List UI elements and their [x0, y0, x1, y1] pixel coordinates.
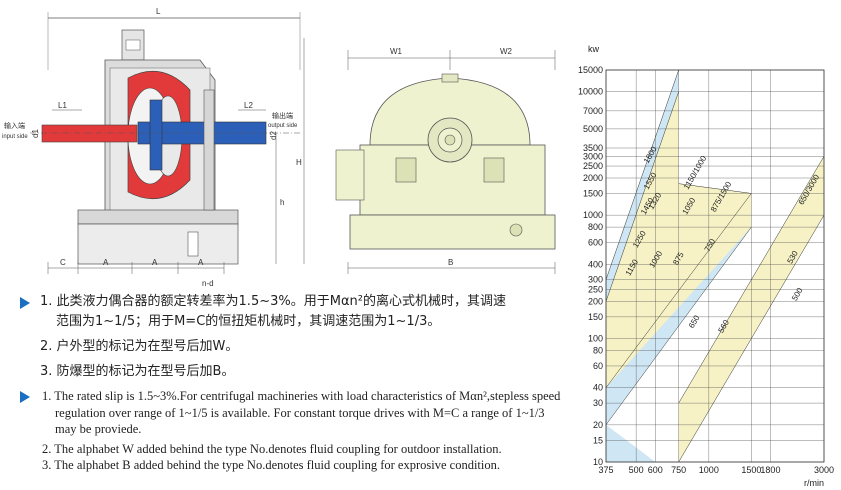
- y-axis-unit: kw: [588, 44, 600, 54]
- dim-L1: L1: [58, 101, 67, 110]
- dim-nd: n-d: [202, 279, 214, 288]
- coupling-end-view-drawing: W1 W2 B: [335, 47, 556, 274]
- y-tick-label: 15: [593, 435, 603, 445]
- y-tick-label: 10000: [578, 87, 603, 97]
- x-tick-label: 750: [671, 465, 686, 475]
- dim-L2: L2: [244, 101, 253, 110]
- y-tick-label: 60: [593, 361, 603, 371]
- band-boundary: [605, 193, 752, 388]
- y-tick-label: 400: [588, 259, 603, 269]
- dim-d2: d2: [269, 131, 278, 140]
- y-tick-label: 800: [588, 222, 603, 232]
- y-tick-label: 40: [593, 383, 603, 393]
- y-tick-label: 20: [593, 420, 603, 430]
- x-tick-label: 600: [648, 465, 663, 475]
- coupling-section-drawing: L L1 L2 d1 d2 输入端 input side 输出端 output …: [2, 7, 305, 288]
- dim-B: B: [448, 258, 453, 267]
- dim-d1: d1: [31, 129, 40, 138]
- y-tick-label: 10: [593, 457, 603, 467]
- dim-C: C: [60, 258, 66, 267]
- x-tick-label: 500: [629, 465, 644, 475]
- x-tick-label: 375: [598, 465, 613, 475]
- note-cn-line: 2. 户外型的标记为在型号后加W。: [40, 339, 239, 354]
- y-tick-label: 30: [593, 398, 603, 408]
- y-tick-label: 3500: [583, 143, 603, 153]
- band-label: 1150/1000: [682, 154, 709, 191]
- note-en-line: regulation over range of 1~1/5 is availa…: [55, 405, 545, 420]
- dim-A-2: A: [152, 258, 158, 267]
- note-en-line: 1. The rated slip is 1.5~3%.For centrifu…: [42, 389, 561, 403]
- chart-band: [606, 70, 679, 302]
- y-tick-label: 100: [588, 334, 603, 344]
- y-tick-label: 300: [588, 275, 603, 285]
- note-en-line: may be proviede.: [55, 422, 142, 436]
- note-en-line: 3. The alphabet B added behind the type …: [42, 458, 500, 472]
- output-side-en: output side: [268, 123, 298, 129]
- dim-W1: W1: [390, 47, 403, 56]
- x-tick-label: 1000: [699, 465, 719, 475]
- note-cn-line: 范围为1~1/5；用于M=C的恒扭矩机械时，其调速范围为1~1/3。: [56, 314, 441, 329]
- y-tick-label: 80: [593, 346, 603, 356]
- notes-chinese: 1. 此类液力偶合器的额定转差率为1.5~3%。用于Mαn²的离心式机械时，其调…: [40, 292, 560, 382]
- chart-grid: [605, 69, 825, 463]
- x-tick-label: 3000: [814, 465, 834, 475]
- note-en-marker: [20, 391, 30, 403]
- chart-band: [606, 424, 656, 462]
- dim-H: H: [296, 158, 302, 167]
- y-tick-label: 1000: [583, 210, 603, 220]
- y-tick-label: 250: [588, 284, 603, 294]
- band-boundary: [678, 183, 752, 194]
- dim-W2: W2: [500, 47, 513, 56]
- dim-A-1: A: [103, 258, 109, 267]
- input-side-cn: 输入端: [4, 121, 25, 130]
- x-axis-unit: r/min: [804, 478, 824, 488]
- y-tick-label: 2000: [583, 173, 603, 183]
- note-cn-line: 1. 此类液力偶合器的额定转差率为1.5~3%。用于Mαn²的离心式机械时，其调…: [40, 294, 506, 309]
- dim-L: L: [156, 7, 161, 16]
- note-cn-line: 3. 防爆型的标记为在型号后加B。: [40, 364, 235, 379]
- y-tick-label: 15000: [578, 65, 603, 75]
- y-tick-label: 1500: [583, 188, 603, 198]
- x-tick-label: 1500: [741, 465, 761, 475]
- y-tick-label: 200: [588, 296, 603, 306]
- y-tick-label: 150: [588, 312, 603, 322]
- band-boundary: [678, 215, 825, 463]
- input-side-en: input side: [2, 134, 28, 140]
- band-boundary: [678, 156, 825, 404]
- y-tick-label: 7000: [583, 106, 603, 116]
- x-tick-label: 1800: [760, 465, 780, 475]
- output-side-cn: 输出端: [272, 111, 293, 120]
- band-boundary: [605, 226, 752, 425]
- band-boundary: [605, 91, 679, 302]
- band-boundary: [605, 69, 679, 280]
- dim-A-3: A: [198, 258, 204, 267]
- band-label: 500: [790, 286, 805, 303]
- note-en-line: 2. The alphabet W added behind the type …: [42, 441, 502, 456]
- y-tick-label: 2500: [583, 161, 603, 171]
- band-label: 650: [687, 313, 702, 330]
- y-tick-label: 600: [588, 238, 603, 248]
- note-cn-marker: [20, 297, 30, 309]
- y-tick-label: 3000: [583, 151, 603, 161]
- dim-h: h: [280, 198, 284, 207]
- notes-english: 1. The rated slip is 1.5~3%.For centrifu…: [42, 388, 577, 474]
- y-tick-label: 5000: [583, 124, 603, 134]
